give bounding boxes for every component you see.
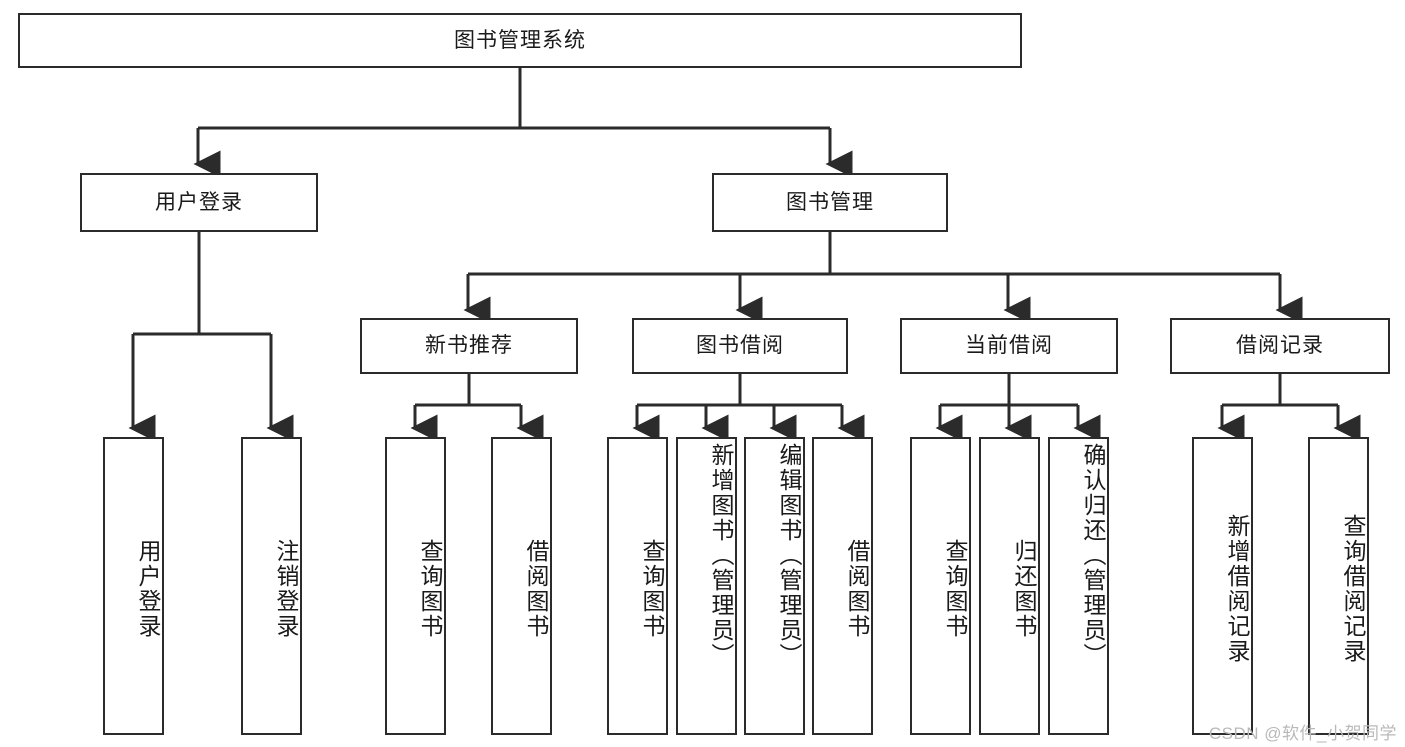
node-leaf-user-login-label: 用户登录 [135,539,161,639]
node-book-borrow[interactable]: 图书借阅 [632,318,848,374]
node-book-borrow-label: 图书借阅 [696,334,784,358]
node-current-borrow-label: 当前借阅 [965,334,1053,358]
node-leaf-return-book-label: 归还图书 [1011,539,1037,639]
node-leaf-user-logout[interactable]: 注销登录 [241,437,302,735]
node-leaf-query-record-label: 查询借阅记录 [1340,514,1366,664]
node-user-login[interactable]: 用户登录 [80,173,318,232]
node-new-book-recommend[interactable]: 新书推荐 [360,318,578,374]
node-user-login-label: 用户登录 [155,190,243,214]
node-root-label: 图书管理系统 [454,28,586,52]
node-leaf-add-record[interactable]: 新增借阅记录 [1192,437,1253,735]
node-root[interactable]: 图书管理系统 [18,13,1022,68]
node-leaf-confirm-return-label: 确认归还（管理员） [1080,443,1106,668]
node-leaf-add-book-label: 新增图书（管理员） [708,443,734,668]
node-leaf-query-book-3[interactable]: 查询图书 [910,437,971,735]
node-leaf-borrow-book-1[interactable]: 借阅图书 [491,437,552,735]
node-leaf-edit-book-label: 编辑图书（管理员） [776,443,802,668]
node-leaf-user-login[interactable]: 用户登录 [103,437,164,735]
node-leaf-borrow-book-1-label: 借阅图书 [523,539,549,639]
node-leaf-user-logout-label: 注销登录 [273,539,299,639]
node-leaf-return-book[interactable]: 归还图书 [979,437,1040,735]
node-new-book-recommend-label: 新书推荐 [425,334,513,358]
node-leaf-edit-book[interactable]: 编辑图书（管理员） [744,437,805,735]
node-leaf-borrow-book-2[interactable]: 借阅图书 [812,437,873,735]
node-leaf-query-book-1-label: 查询图书 [417,539,443,639]
watermark: CSDN @软件_小贺同学 [1208,724,1397,743]
node-leaf-query-book-1[interactable]: 查询图书 [385,437,446,735]
node-leaf-query-book-2[interactable]: 查询图书 [607,437,668,735]
node-book-management[interactable]: 图书管理 [712,173,948,232]
node-book-management-label: 图书管理 [786,190,874,214]
node-leaf-query-book-3-label: 查询图书 [942,539,968,639]
node-leaf-add-record-label: 新增借阅记录 [1224,514,1250,664]
node-leaf-add-book[interactable]: 新增图书（管理员） [676,437,737,735]
node-leaf-query-record[interactable]: 查询借阅记录 [1308,437,1369,735]
node-borrow-record[interactable]: 借阅记录 [1170,318,1390,374]
node-leaf-confirm-return[interactable]: 确认归还（管理员） [1048,437,1109,735]
node-leaf-query-book-2-label: 查询图书 [639,539,665,639]
node-borrow-record-label: 借阅记录 [1236,334,1324,358]
node-leaf-borrow-book-2-label: 借阅图书 [844,539,870,639]
node-current-borrow[interactable]: 当前借阅 [900,318,1118,374]
